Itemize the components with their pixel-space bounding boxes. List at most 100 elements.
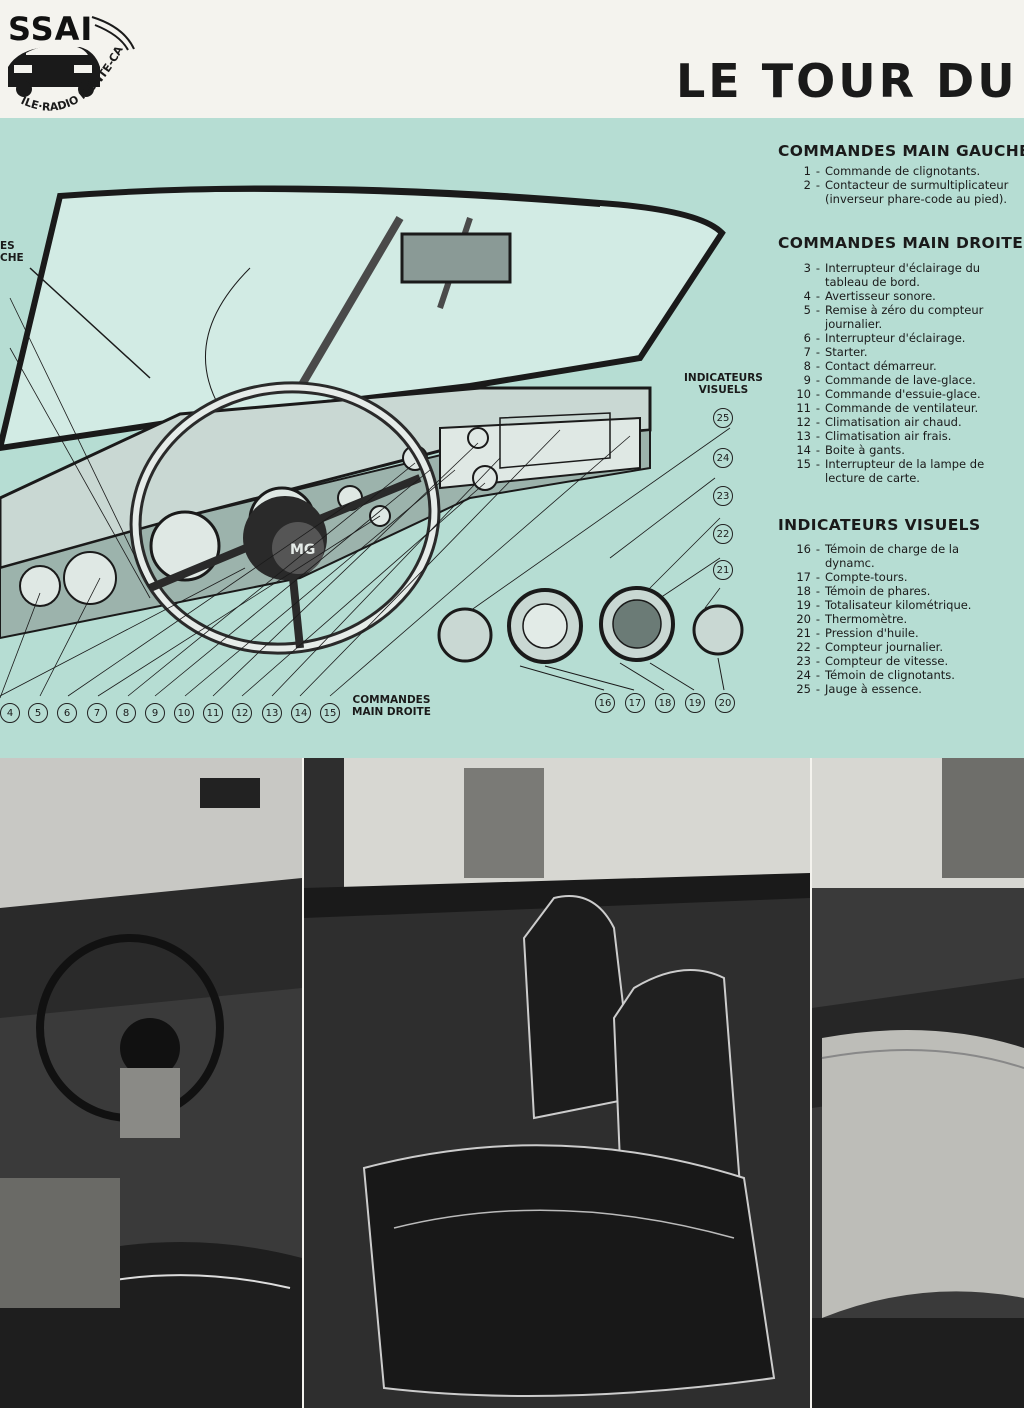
- legend-number: 14: [796, 443, 811, 457]
- callout-11: 11: [203, 703, 223, 723]
- callout-17: 17: [625, 693, 645, 713]
- main_droite-item: 8-Contact démarreur.: [778, 359, 1010, 373]
- legend-number: 5: [803, 303, 811, 317]
- page-title: LE TOUR DU: [676, 54, 1018, 108]
- page-header: ILE·RADIO MONTE-CARLO SSAI LE TOUR DU: [0, 0, 1024, 118]
- legend-number: 3: [803, 261, 811, 275]
- legend-text: Compte-tours.: [825, 570, 908, 584]
- legend-list-main-gauche: 1-Commande de clignotants.2-Contacteur d…: [778, 164, 1010, 206]
- steering-wheel-icon: MG: [129, 381, 441, 655]
- legend-number: 8: [803, 359, 811, 373]
- legend-dash: -: [815, 542, 821, 556]
- legend-text: Interrupteur d'éclairage du tableau de b…: [825, 261, 981, 289]
- main_droite-item: 6-Interrupteur d'éclairage.: [778, 331, 1010, 345]
- indicateurs-item: 20-Thermomètre.: [778, 612, 1010, 626]
- legend-text: Starter.: [825, 345, 868, 359]
- main_gauche-item: 2-Contacteur de surmultiplicateur (inver…: [778, 178, 1010, 206]
- oil-pressure-gauge-icon: [692, 604, 744, 656]
- legend-list-main-droite: 3-Interrupteur d'éclairage du tableau de…: [778, 261, 1010, 485]
- legend-dash: -: [815, 401, 821, 415]
- legend-number: 10: [796, 387, 811, 401]
- main_droite-item: 14-Boite à gants.: [778, 443, 1010, 457]
- callout-12: 12: [232, 703, 252, 723]
- legend-dash: -: [815, 457, 821, 471]
- callout-24: 24: [713, 448, 733, 468]
- legend-number: 4: [803, 289, 811, 303]
- logo-text: SSAI: [8, 10, 94, 48]
- legend-number: 13: [796, 429, 811, 443]
- legend-number: 11: [796, 401, 811, 415]
- indicateurs-visuels-label: INDICATEURS VISUELS: [684, 372, 763, 396]
- indicateurs-item: 23-Compteur de vitesse.: [778, 654, 1010, 668]
- callout-9: 9: [145, 703, 165, 723]
- main_droite-item: 15-Interrupteur de la lampe de lecture d…: [778, 457, 1010, 485]
- main_droite-item: 13-Climatisation air frais.: [778, 429, 1010, 443]
- legend-number: 25: [796, 682, 811, 696]
- callout-21: 21: [713, 560, 733, 580]
- photo-steering-wheel: [0, 758, 302, 1408]
- legend-text: Totalisateur kilométrique.: [825, 598, 972, 612]
- callout-22: 22: [713, 524, 733, 544]
- legend-dash: -: [815, 668, 821, 682]
- gauge-row: [437, 586, 744, 691]
- legend-dash: -: [815, 640, 821, 654]
- callout-7: 7: [87, 703, 107, 723]
- indicateurs-item: 21-Pression d'huile.: [778, 626, 1010, 640]
- legend-number: 17: [796, 570, 811, 584]
- main_droite-item: 3-Interrupteur d'éclairage du tableau de…: [778, 261, 1010, 289]
- svg-text:MG: MG: [290, 542, 315, 558]
- callout-23: 23: [713, 486, 733, 506]
- indicateurs-item: 16-Témoin de charge de la dynamc.: [778, 542, 1010, 570]
- callout-5: 5: [28, 703, 48, 723]
- legend-number: 7: [803, 345, 811, 359]
- legend-text: Contacteur de surmultiplicateur (inverse…: [825, 178, 1009, 206]
- callout-10: 10: [174, 703, 194, 723]
- legend-text: Climatisation air frais.: [825, 429, 952, 443]
- legend-dash: -: [815, 331, 821, 345]
- legend-number: 15: [796, 457, 811, 471]
- legend-number: 1: [803, 164, 811, 178]
- legend-number: 18: [796, 584, 811, 598]
- legend-dash: -: [815, 345, 821, 359]
- legend-number: 9: [803, 373, 811, 387]
- legend-text: Témoin de charge de la dynamc.: [825, 542, 960, 570]
- main_droite-item: 5-Remise à zéro du compteur journalier.: [778, 303, 1010, 331]
- callout-25: 25: [713, 408, 733, 428]
- legend-dash: -: [815, 303, 821, 317]
- legend-text: Climatisation air chaud.: [825, 415, 962, 429]
- legend-text: Interrupteur d'éclairage.: [825, 331, 966, 345]
- legend-text: Thermomètre.: [825, 612, 908, 626]
- legend-text: Remise à zéro du compteur journalier.: [825, 303, 984, 331]
- indicateurs-item: 24-Témoin de clignotants.: [778, 668, 1010, 682]
- main_gauche-item: 1-Commande de clignotants.: [778, 164, 1010, 178]
- legend-text: Commande de clignotants.: [825, 164, 981, 178]
- callout-18: 18: [655, 693, 675, 713]
- legend-number: 2: [803, 178, 811, 192]
- callout-13: 13: [262, 703, 282, 723]
- main_droite-item: 11-Commande de ventilateur.: [778, 401, 1010, 415]
- legend-dash: -: [815, 261, 821, 275]
- interior-photos: [0, 758, 1024, 1408]
- legend-number: 22: [796, 640, 811, 654]
- legend-text: Pression d'huile.: [825, 626, 919, 640]
- dashboard-illustration: MG: [0, 185, 744, 699]
- fuel-gauge-icon: [437, 607, 493, 663]
- legend-heading-indicateurs: INDICATEURS VISUELS: [778, 516, 981, 534]
- legend-number: 6: [803, 331, 811, 345]
- legend-text: Compteur de vitesse.: [825, 654, 949, 668]
- left-switch-icon: [19, 565, 61, 607]
- legend-dash: -: [815, 178, 821, 192]
- legend-dash: -: [815, 570, 821, 584]
- legend-dash: -: [815, 289, 821, 303]
- main_droite-item: 9-Commande de lave-glace.: [778, 373, 1010, 387]
- legend-number: 23: [796, 654, 811, 668]
- rear-view-mirror: [400, 232, 512, 284]
- callout-16: 16: [595, 693, 615, 713]
- callout-4: 4: [0, 703, 20, 723]
- legend-text: Boite à gants.: [825, 443, 905, 457]
- callout-6: 6: [57, 703, 77, 723]
- legend-heading-main-gauche: COMMANDES MAIN GAUCHE: [778, 142, 1024, 160]
- legend-number: 19: [796, 598, 811, 612]
- legend-dash: -: [815, 415, 821, 429]
- indicateurs-item: 19-Totalisateur kilométrique.: [778, 598, 1010, 612]
